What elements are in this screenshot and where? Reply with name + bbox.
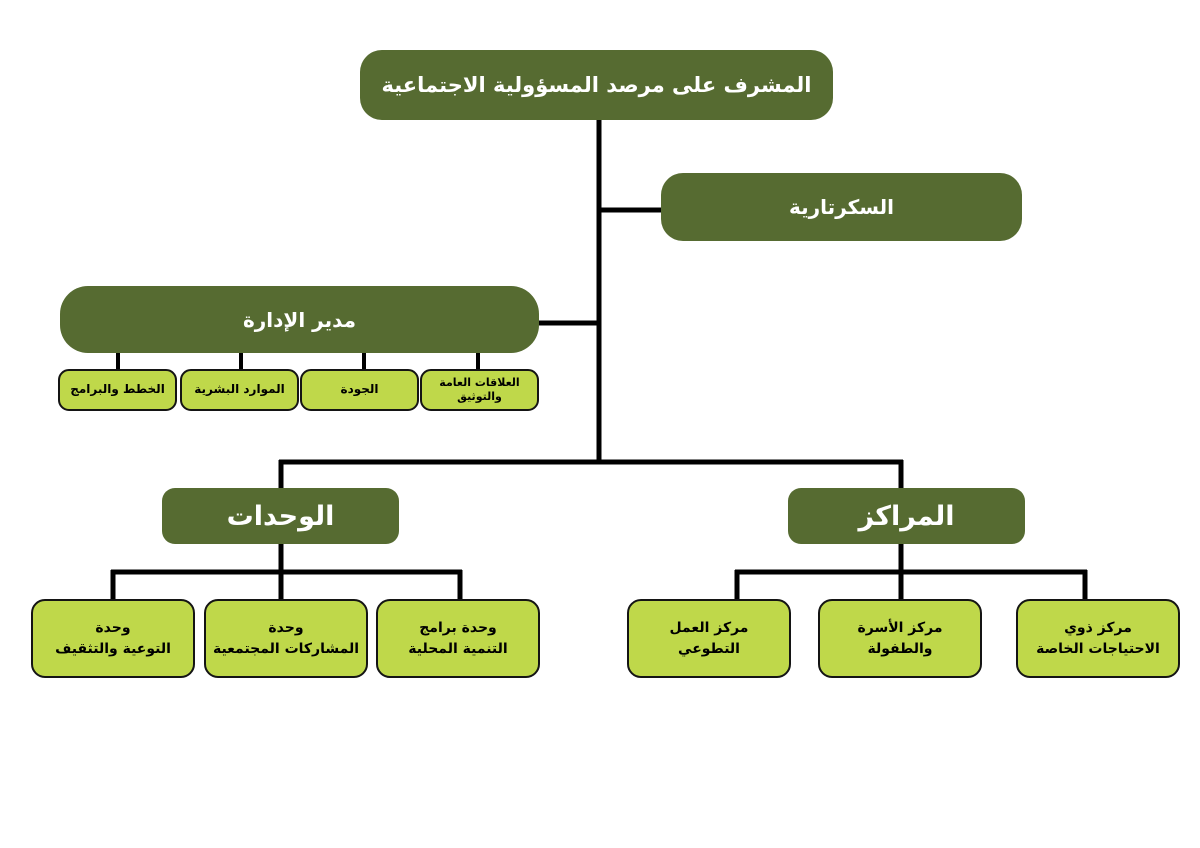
admin-director-label: مدير الإدارة xyxy=(242,307,357,332)
section-label-line: الجودة xyxy=(340,382,379,397)
unit-label-line: وحدة برامج xyxy=(419,620,497,637)
admin-section-quality: الجودة xyxy=(300,369,419,411)
unit-label-line: وحدة xyxy=(268,620,304,637)
secretariat-box: السكرتارية xyxy=(661,173,1022,241)
unit-local-development: وحدة برامج التنمية المحلية xyxy=(376,599,540,678)
unit-community-participation: وحدة المشاركات المجتمعية xyxy=(204,599,368,678)
center-volunteer-work: مركز العمل التطوعي xyxy=(627,599,791,678)
admin-section-plans-programs: الخطط والبرامج xyxy=(58,369,177,411)
secretariat-label: السكرتارية xyxy=(789,195,894,219)
section-label-line: الخطط والبرامج xyxy=(70,382,165,397)
unit-awareness-education: وحدة التوعية والتثقيف xyxy=(31,599,195,678)
units-header-label: الوحدات xyxy=(226,500,335,532)
units-header-box: الوحدات xyxy=(162,488,399,544)
center-label-line: مركز الأسرة xyxy=(857,620,943,637)
center-label-line: مركز ذوي xyxy=(1064,620,1132,637)
centers-header-label: المراكز xyxy=(858,500,955,532)
centers-header-box: المراكز xyxy=(788,488,1025,544)
admin-section-human-resources: الموارد البشرية xyxy=(180,369,299,411)
unit-label-line: التنمية المحلية xyxy=(408,640,508,657)
center-label-line: الاحتياجات الخاصة xyxy=(1036,640,1160,657)
unit-label-line: وحدة xyxy=(95,620,131,637)
center-label-line: التطوعي xyxy=(678,640,740,657)
center-family-childhood: مركز الأسرة والطفولة xyxy=(818,599,982,678)
center-special-needs: مركز ذوي الاحتياجات الخاصة xyxy=(1016,599,1180,678)
section-label-line: العلاقات العامة xyxy=(439,376,520,390)
admin-director-box: مدير الإدارة xyxy=(60,286,539,353)
section-label-line: الموارد البشرية xyxy=(194,382,285,397)
section-label-line: والتوثيق xyxy=(457,390,502,403)
supervisor-label: المشرف على مرصد المسؤولية الاجتماعية xyxy=(381,73,812,97)
center-label-line: والطفولة xyxy=(867,640,933,657)
center-label-line: مركز العمل xyxy=(669,620,749,637)
unit-label-line: التوعية والتثقيف xyxy=(55,640,171,657)
admin-section-public-relations: العلاقات العامة والتوثيق xyxy=(420,369,539,411)
supervisor-box: المشرف على مرصد المسؤولية الاجتماعية xyxy=(360,50,833,120)
unit-label-line: المشاركات المجتمعية xyxy=(212,640,360,657)
